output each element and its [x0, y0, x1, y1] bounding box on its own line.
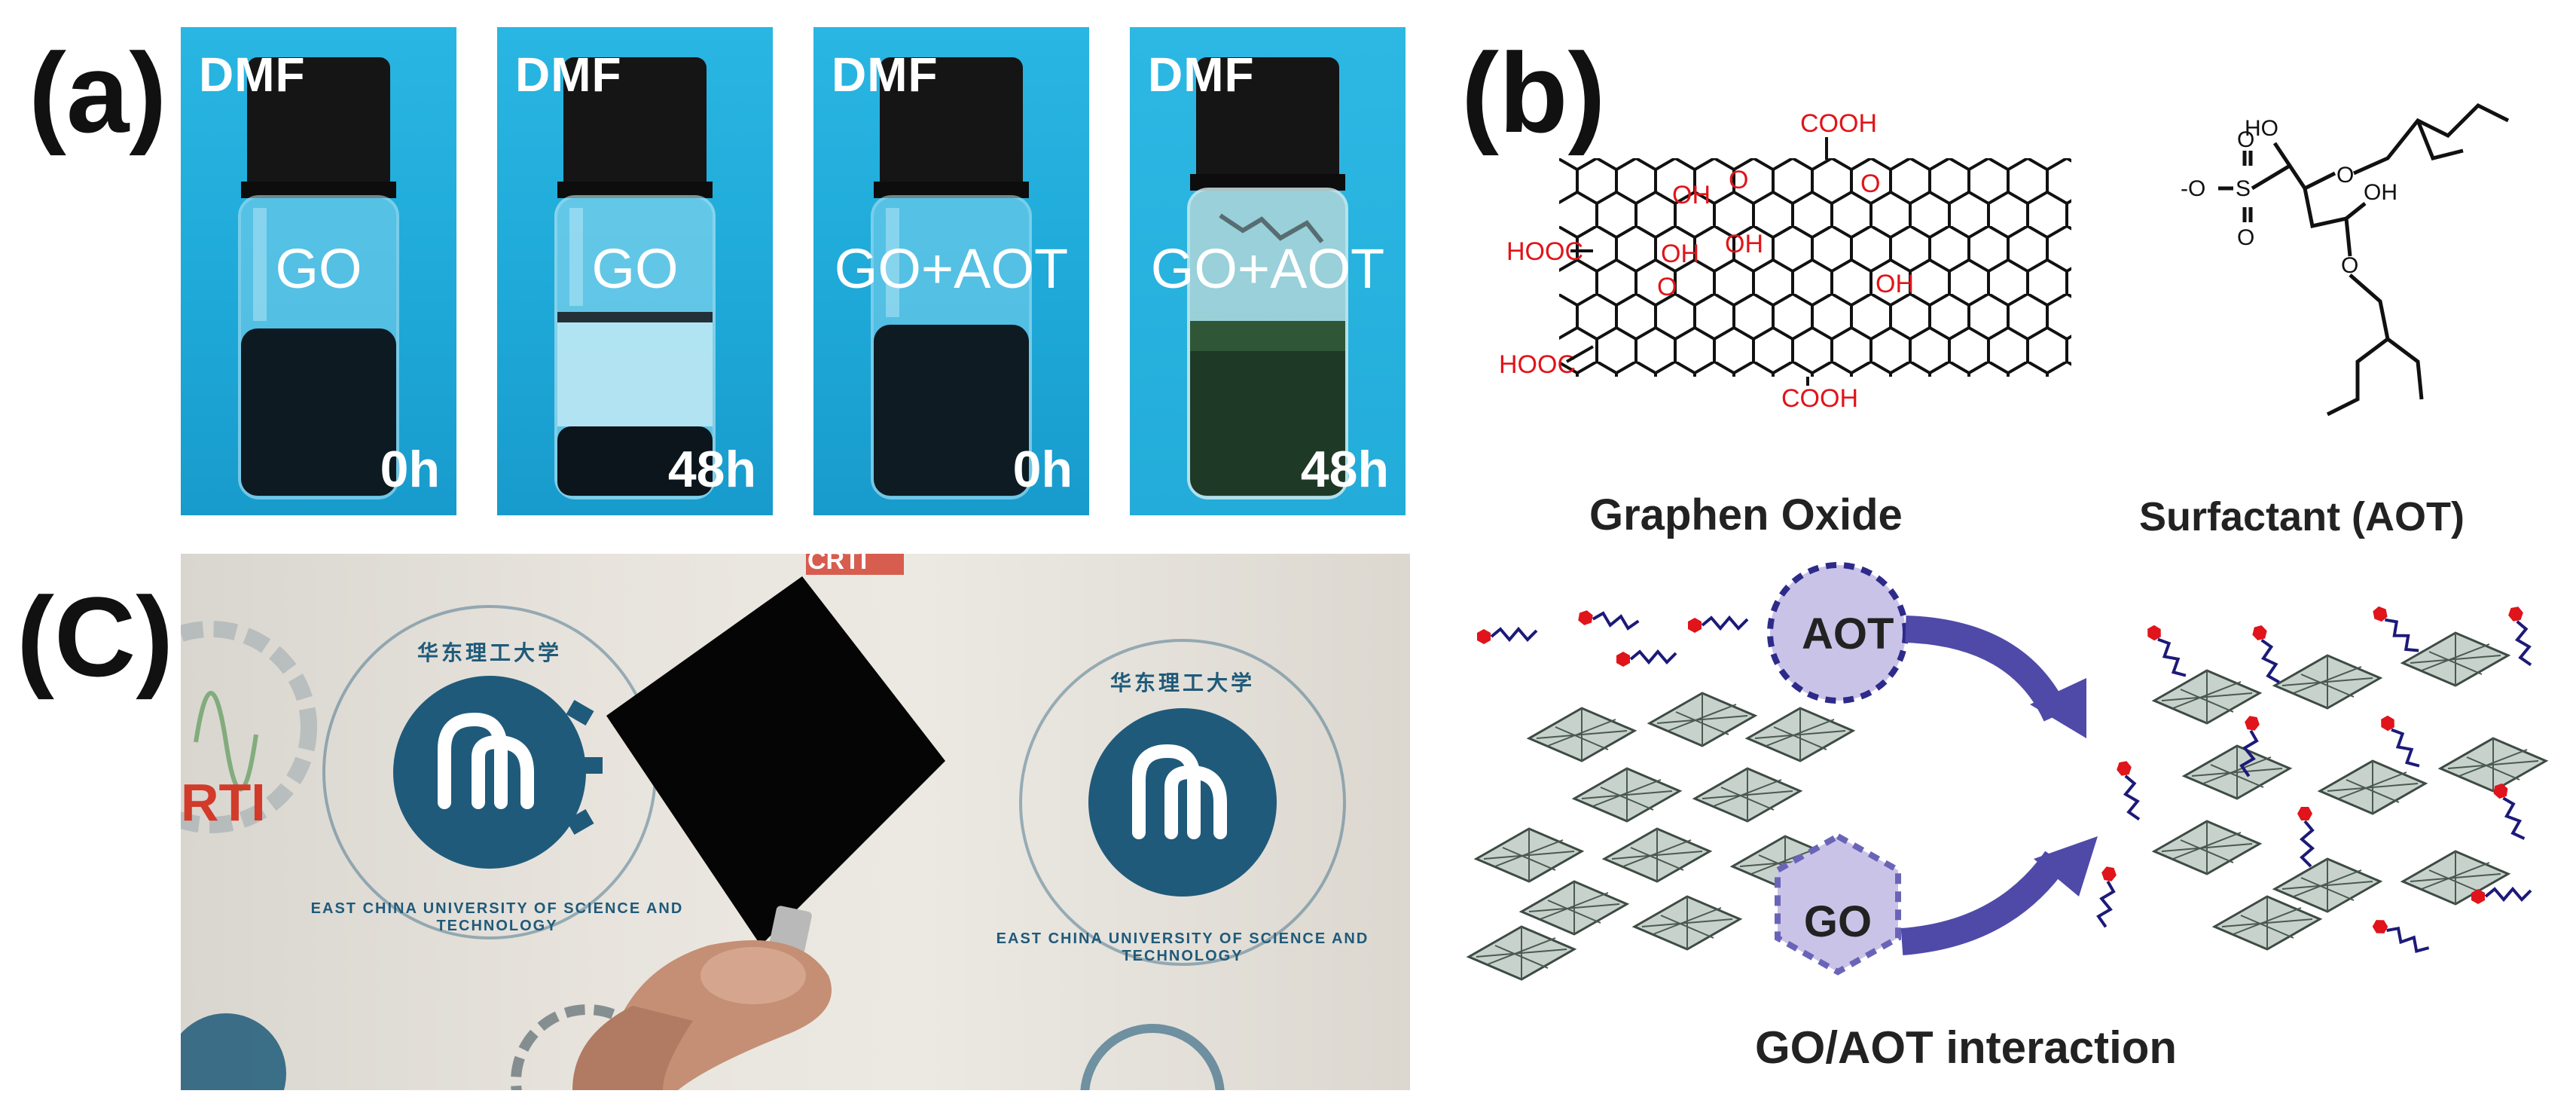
aot-hydroxyl-top: HO — [2245, 116, 2278, 141]
logo-ring-text-left: EAST CHINA UNIVERSITY OF SCIENCE AND TEC… — [310, 900, 684, 934]
vial-image — [238, 57, 399, 499]
aot-sulfonate-o: O — [2237, 225, 2254, 250]
vial-image — [1187, 57, 1348, 499]
time-label: 48h — [1300, 441, 1389, 498]
vial-photo-2: DMF GO 48h — [497, 27, 773, 515]
time-label: 48h — [667, 441, 756, 498]
go-hydroxyl: OH — [1876, 270, 1914, 298]
time-label: 0h — [1012, 441, 1073, 498]
aot-sulfonate-o: O — [2237, 127, 2254, 152]
vial-image — [871, 57, 1032, 499]
aot-structure: S O O -O HO O OH O — [2181, 102, 2510, 417]
aot-sulfur: S — [2236, 176, 2251, 201]
vial-photo-1: DMF GO 0h — [181, 27, 456, 515]
sample-label: GO+AOT — [1150, 237, 1385, 300]
aot-hydroxyl-right: OH — [2364, 180, 2397, 205]
vial-photo-4: DMF GO+AOT 48h — [1130, 27, 1406, 515]
go-bubble-label: GO — [1803, 897, 1872, 946]
vial-image — [554, 57, 716, 499]
partner-logo-top: CRTI — [807, 554, 868, 575]
go-epoxide: O — [1657, 273, 1677, 301]
vial-photo-3: DMF GO+AOT 0h — [813, 27, 1089, 515]
surfactant-label: Surfactant (AOT) — [2139, 494, 2465, 539]
go-epoxide: O — [1860, 170, 1880, 198]
solvent-label: DMF — [1148, 47, 1255, 102]
go-hydroxyl: OH — [1661, 240, 1699, 268]
aot-bubble-label: AOT — [1802, 609, 1894, 658]
panel-label-a: (a) — [29, 29, 167, 156]
logo-chinese-left: 华东理工大学 — [417, 641, 562, 664]
sample-label: GO — [591, 237, 679, 300]
photo-scene — [181, 554, 1346, 1090]
solvent-label: DMF — [832, 47, 939, 102]
go-carboxyl-bottom-left: HOOC — [1499, 350, 1576, 379]
sample-label: GO — [275, 237, 362, 300]
aot-ether-o-bottom: O — [2341, 253, 2358, 278]
solvent-label: DMF — [515, 47, 622, 102]
film-photo: 华东理工大学 EAST CHINA UNIVERSITY OF SCIENCE … — [181, 554, 1410, 1090]
aot-sulfonate-o-minus: -O — [2181, 176, 2205, 201]
go-epoxide: O — [1729, 166, 1748, 194]
partner-logo-partial: RTI — [181, 773, 266, 832]
logo-chinese-right: 华东理工大学 — [1109, 671, 1255, 695]
go-carboxyl-bottom: COOH — [1781, 384, 1858, 413]
panel-label-c: (C) — [17, 573, 174, 700]
go-hydroxyl: OH — [1725, 230, 1763, 258]
interaction-schematic — [1467, 562, 2547, 981]
panel-label-b: (b) — [1461, 29, 1606, 156]
logo-ring-text-right: EAST CHINA UNIVERSITY OF SCIENCE AND TEC… — [996, 930, 1369, 964]
sample-label: GO+AOT — [834, 237, 1069, 300]
graphene-oxide-label: Graphen Oxide — [1589, 490, 1903, 539]
aot-ether-o-top: O — [2336, 163, 2354, 188]
go-carboxyl-top: COOH — [1800, 109, 1877, 138]
time-label: 0h — [380, 441, 440, 498]
interaction-label: GO/AOT interaction — [1755, 1022, 2178, 1073]
graphene-oxide-structure: OH O O OH OH O OH COOH HOOC HOOC COOH — [1499, 109, 2071, 413]
go-hydroxyl: OH — [1672, 181, 1711, 209]
solvent-label: DMF — [199, 47, 306, 102]
